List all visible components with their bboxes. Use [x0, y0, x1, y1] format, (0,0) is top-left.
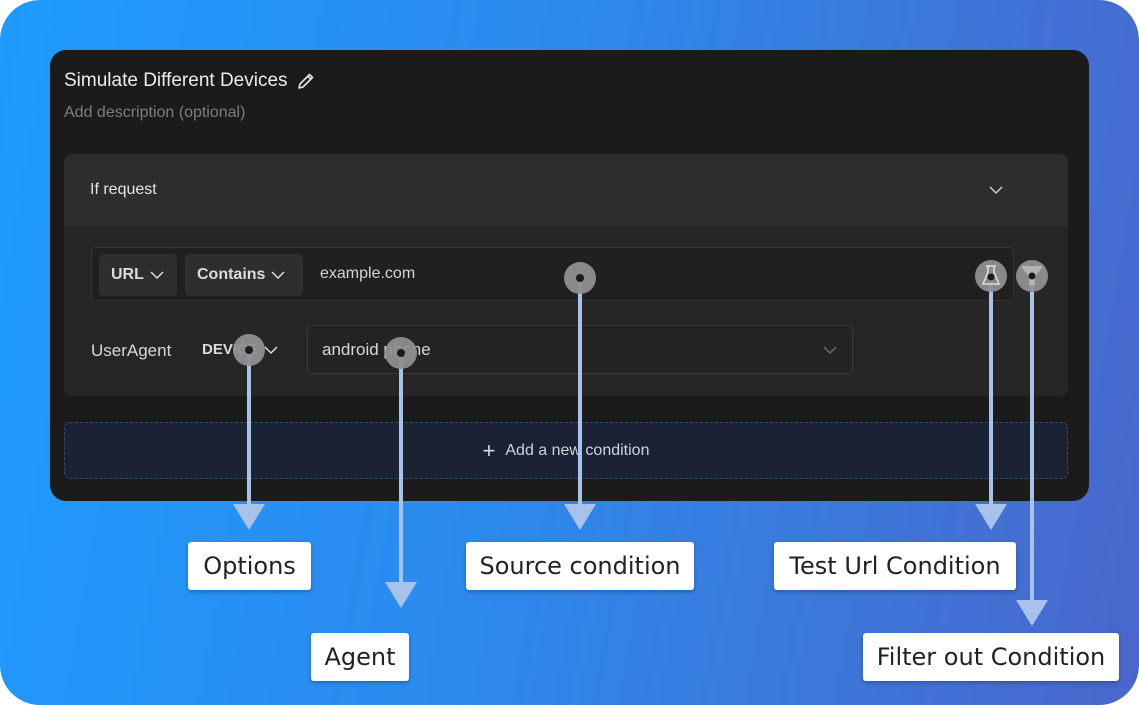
- condition-header-label: If request: [90, 181, 157, 198]
- test-url-callout-label: Test Url Condition: [789, 552, 1001, 580]
- device-select[interactable]: android phone: [307, 325, 853, 374]
- filter-out-callout-label: Filter out Condition: [876, 643, 1106, 671]
- add-condition-label: Add a new condition: [505, 441, 650, 459]
- chevron-down-icon: [150, 268, 164, 282]
- condition-group: If request URL Contains: [64, 154, 1068, 396]
- rule-title: Simulate Different Devices: [64, 70, 288, 91]
- agent-callout-label: Agent: [324, 643, 396, 671]
- chevron-down-icon: [822, 342, 838, 358]
- chevron-down-icon: [264, 343, 278, 357]
- rule-editor-panel: Simulate Different Devices Add descripti…: [50, 50, 1089, 501]
- source-value-input[interactable]: example.com: [320, 265, 416, 282]
- user-agent-type-label: DEVICE: [202, 341, 258, 358]
- filter-arrow-head: [1016, 600, 1048, 626]
- source-condition-callout-label: Source condition: [479, 552, 681, 580]
- user-agent-type-dropdown[interactable]: DEVICE: [202, 341, 278, 358]
- description-input[interactable]: Add description (optional): [64, 104, 246, 121]
- title-row: Simulate Different Devices: [64, 70, 316, 92]
- condition-header[interactable]: If request: [64, 154, 1068, 226]
- chevron-down-icon[interactable]: [988, 182, 1004, 198]
- add-condition-button[interactable]: + Add a new condition: [64, 422, 1068, 479]
- options-arrow-head: [233, 504, 265, 530]
- chevron-down-icon: [271, 268, 285, 282]
- agent-arrow-head: [385, 582, 417, 608]
- source-key-label: URL: [111, 266, 144, 283]
- test-url-arrow-head: [975, 504, 1007, 530]
- device-value: android phone: [322, 340, 431, 359]
- source-arrow-head: [564, 504, 596, 530]
- plus-icon: +: [482, 437, 496, 463]
- options-callout-label: Options: [203, 552, 296, 580]
- filter-out-callout: Filter out Condition: [863, 633, 1119, 681]
- source-operator-label: Contains: [197, 266, 266, 283]
- pencil-icon[interactable]: [296, 71, 316, 91]
- source-key-dropdown[interactable]: URL: [99, 254, 177, 296]
- source-condition-callout: Source condition: [466, 542, 694, 590]
- options-callout: Options: [188, 542, 311, 590]
- agent-callout: Agent: [311, 633, 409, 681]
- source-operator-dropdown[interactable]: Contains: [185, 254, 303, 296]
- test-url-callout: Test Url Condition: [774, 542, 1016, 590]
- source-condition-row: URL Contains example.com: [91, 247, 1014, 301]
- user-agent-label: UserAgent: [91, 341, 172, 360]
